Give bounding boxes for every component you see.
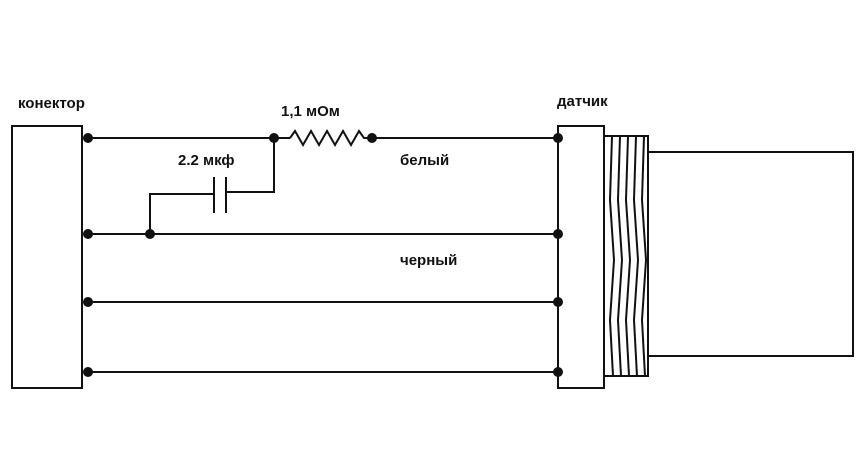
- wire-white: [88, 128, 558, 148]
- resistor-label: 1,1 мОм: [281, 103, 340, 120]
- junction-dots: [83, 133, 563, 377]
- connector-label: конектор: [18, 95, 85, 112]
- connector-block: [11, 125, 83, 389]
- sensor-label: датчик: [557, 93, 608, 110]
- white-wire-label: белый: [400, 152, 449, 169]
- sensor-block: [557, 125, 605, 389]
- sensor-thread: [603, 135, 649, 377]
- capacitor-branch: [149, 138, 275, 234]
- black-wire-label: черный: [400, 252, 457, 269]
- sensor-probe: [647, 151, 854, 357]
- capacitor-label: 2.2 мкф: [178, 152, 235, 169]
- resistor-symbol: [289, 128, 372, 148]
